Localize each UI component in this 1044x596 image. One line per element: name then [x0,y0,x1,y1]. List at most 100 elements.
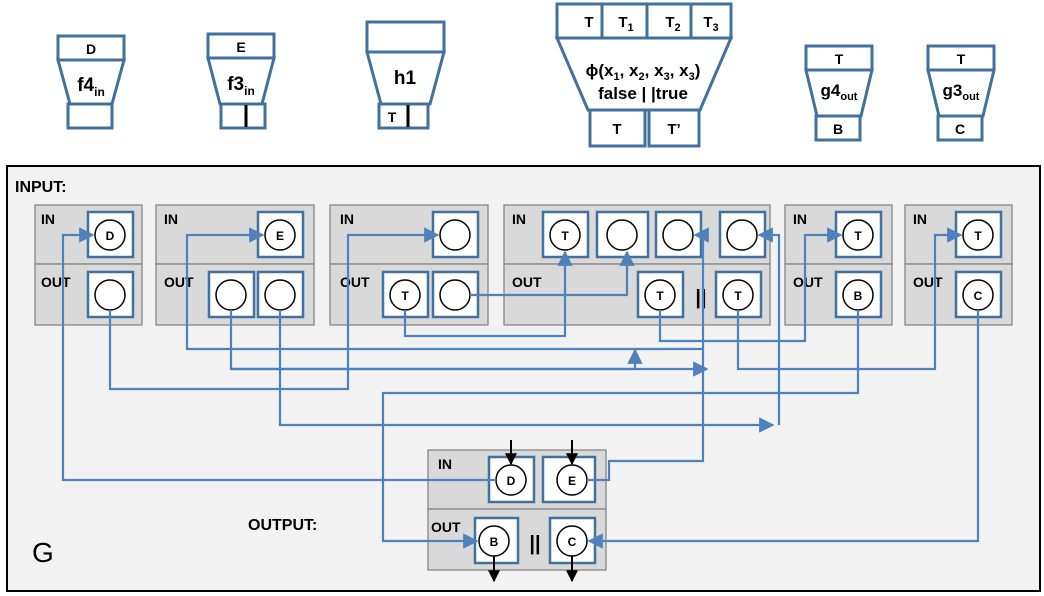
node-label: C [568,535,577,549]
out-label: OUT [41,274,71,290]
g4-name: g4 [821,81,841,100]
phi-arg: x [654,61,664,80]
h1-funnel [365,50,446,106]
phi-input-label: T [584,14,593,31]
f3-input-label: E [236,39,245,55]
panel-g3: IN OUT T C [904,204,1013,326]
phi-arg-sub: 1 [613,71,619,83]
f3-subscript: in [244,84,255,98]
out-label: OUT [431,519,461,535]
g4-subscript: out [840,91,857,103]
phi-output-label: T [612,121,621,138]
graph-label: G [32,537,54,568]
phi-branch-label: false | |true [598,84,688,103]
node-label: T [656,289,664,303]
port-node [215,279,247,311]
wire [185,227,705,482]
port-node [549,219,581,251]
out-label: OUT [913,274,943,290]
f4-output-box [66,102,114,130]
panel-f4: IN OUT D [34,204,143,326]
panel-f3: IN OUT E [155,204,315,326]
h1-input-box [365,20,446,54]
component-f3: E f3in [206,32,276,130]
f3-name: f3 [227,74,244,95]
phi-output-box-true [588,108,647,148]
g3-output-box [936,114,984,142]
f4-name: f4 [77,75,94,96]
wire [587,310,980,549]
g4-output-box [814,114,862,142]
parallel-symbol: || [529,533,540,555]
f4-subscript: in [94,85,105,99]
svg-text:f4in: f4in [77,75,105,99]
phi-arg: x [604,61,614,80]
wire [757,227,781,425]
h1-name: h1 [394,68,417,89]
port-node [662,219,694,251]
phi-arg-sub: 3 [689,71,695,83]
node-label: T [401,289,409,303]
node-label: T [561,229,569,243]
node-label: C [974,289,983,303]
wire [61,227,496,482]
node-label: D [106,229,115,243]
phi-formula: ϕ(x1, x2, x3, x3) [586,61,701,83]
port-node [962,219,994,251]
h1-output-label: T [388,109,397,125]
wire [278,310,775,433]
phi-func: ϕ [586,61,599,80]
phi-output-label: T’ [667,121,680,138]
node-label: E [276,229,284,243]
port-node [94,279,126,311]
wire [736,227,963,371]
port-node [264,219,296,251]
in-label: IN [41,211,55,227]
f4-input-label: D [86,41,96,57]
node-label: B [854,289,863,303]
component-f4: D f4in [56,34,126,130]
g4-input-label: T [835,51,844,67]
phi-output-box-false [647,108,701,148]
wire [658,227,843,343]
external-arrows [488,440,578,583]
phi-input-label: T [618,14,627,31]
in-label: IN [512,211,526,227]
phi-arg: x [679,61,689,80]
phi-arg-sub: 2 [639,71,645,83]
svg-text:T3: T3 [703,14,718,34]
wire [470,250,635,297]
phi-arg-sub: 3 [664,71,670,83]
output-section-title: OUTPUT: [248,517,317,534]
g3-name: g3 [943,81,963,100]
in-label: IN [913,211,927,227]
svg-text:g4out: g4out [821,81,858,103]
node-label: E [568,474,576,488]
phi-arg: x [629,61,639,80]
g3-subscript: out [962,91,979,103]
in-label: IN [164,211,178,227]
parallel-symbol: || [695,287,706,309]
component-phi: T T1 T2 T3 ϕ(x1, x2, x3, x3) false | |tr… [554,2,734,148]
svg-text:T2: T2 [665,14,680,34]
wire [381,310,860,549]
component-g3: T g3out C [926,44,996,142]
svg-text:g3out: g3out [943,81,980,103]
svg-text:f3in: f3in [227,74,255,98]
component-g4: T g4out B [804,44,874,142]
phi-input-subscript: 3 [713,22,719,34]
port-node [264,279,296,311]
g3-output-label: C [955,121,965,137]
node-label: T [734,289,742,303]
panel-output: IN OUT D E B || C [427,449,607,571]
panel-h1: IN OUT T [329,204,489,326]
h1-output-box [377,102,430,130]
g4-output-label: B [833,121,843,137]
input-section-title: INPUT: [15,179,67,196]
phi-input-label: T [665,14,674,31]
panel-g4: IN OUT T B [784,204,893,326]
out-label: OUT [793,274,823,290]
port-node [439,219,471,251]
node-label: T [974,229,982,243]
